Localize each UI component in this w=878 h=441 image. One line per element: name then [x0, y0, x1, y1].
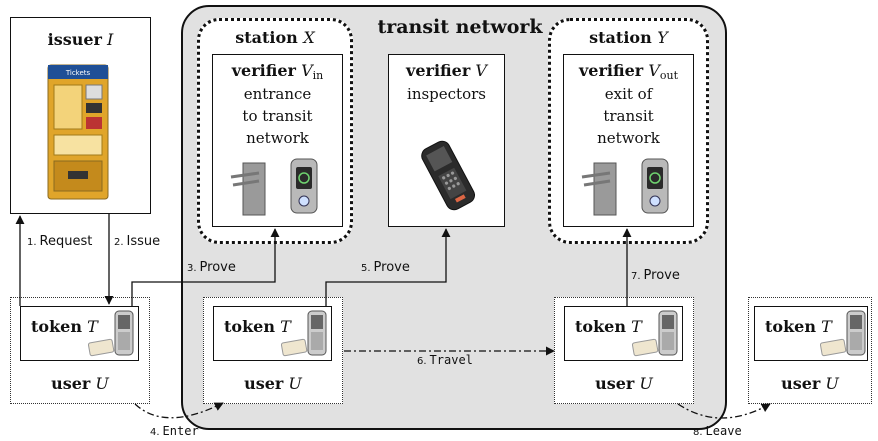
station-x-title: station X [235, 28, 315, 47]
verifier-out-line-2: transit [603, 107, 654, 125]
transit-network-title: transit network [377, 16, 543, 38]
token-box: token T [213, 306, 332, 361]
step-prove-vin-label: 3.Prove [187, 260, 236, 275]
token-box: token T [564, 306, 683, 361]
prove-v-arrow [325, 228, 451, 306]
verifier-in-box: verifier Vin entrance to transit network [212, 54, 343, 227]
ticket-machine-label: Tickets [65, 69, 91, 77]
step-enter-label: 4.Enter [150, 424, 199, 438]
verifier-in-title: verifier Vin [231, 61, 324, 82]
user-group-end: user U [748, 297, 872, 404]
token-label: token T [765, 317, 832, 336]
verifier-inspectors-box: verifier V inspectors [388, 54, 505, 227]
smartcard-icon [631, 338, 659, 357]
phone-icon [114, 310, 134, 356]
step-leave-label: 8.Leave [693, 424, 742, 438]
user-label: user U [51, 374, 109, 393]
user-label: user U [244, 374, 302, 393]
verifier-in-line-3: network [246, 129, 309, 147]
turnstile-entrance-icon [230, 158, 318, 216]
issuer-box: issuer I Tickets [10, 17, 151, 214]
step-issue-label: 2.Issue [114, 234, 161, 249]
token-box: token T [754, 306, 868, 361]
smartcard-icon [819, 338, 847, 357]
smartcard-icon [280, 338, 308, 357]
user-group-start: user U [10, 297, 150, 404]
verifier-out-box: verifier Vout exit of transit network [563, 54, 694, 227]
ticket-machine-icon: Tickets [47, 64, 109, 200]
verifier-out-title: verifier Vout [578, 61, 679, 82]
verifier-inspectors-line-1: inspectors [407, 85, 486, 103]
issuer-title: issuer I [47, 30, 114, 49]
smartcard-icon [87, 338, 115, 357]
user-label: user U [781, 374, 839, 393]
step-travel-label: 6.Travel [417, 353, 473, 367]
phone-icon [307, 310, 327, 356]
verifier-inspectors-title: verifier V [406, 61, 487, 80]
token-label: token T [224, 317, 291, 336]
turnstile-exit-icon [581, 158, 669, 216]
verifier-in-line-1: entrance [243, 85, 312, 103]
token-label: token T [575, 317, 642, 336]
prove-vin-arrow [131, 228, 280, 306]
leave-arrow [677, 403, 771, 419]
verifier-out-line-3: network [597, 129, 660, 147]
step-prove-vout-label: 7.Prove [631, 268, 680, 283]
verifier-out-line-1: exit of [604, 85, 653, 103]
step-prove-v-label: 5.Prove [361, 260, 410, 275]
token-box: token T [20, 306, 139, 361]
step-request-label: 1.Request [27, 234, 93, 249]
token-label: token T [31, 317, 98, 336]
phone-icon [658, 310, 678, 356]
user-label: user U [595, 374, 653, 393]
phone-icon [846, 310, 866, 356]
station-y-title: station Y [589, 28, 668, 47]
enter-arrow [134, 402, 224, 419]
handheld-reader-icon [421, 140, 476, 211]
verifier-in-line-2: to transit [242, 107, 313, 125]
